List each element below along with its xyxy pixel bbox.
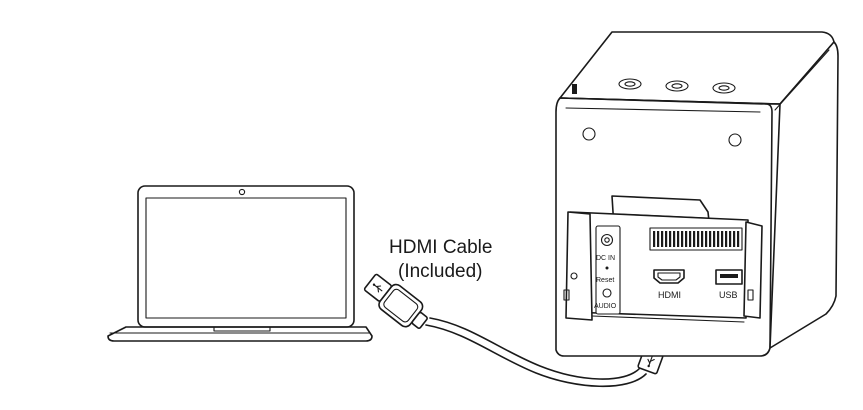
cable-label-line2: (Included) xyxy=(398,261,483,282)
vent-slat xyxy=(685,231,688,247)
hdmi-plug-left xyxy=(363,273,428,329)
vent-slat xyxy=(653,231,656,247)
vent-grille xyxy=(649,227,743,251)
vent-slat xyxy=(721,231,724,247)
usb-symbol-icon xyxy=(372,283,383,293)
vent-slat xyxy=(717,231,720,247)
vent-slat xyxy=(705,231,708,247)
vent-slat xyxy=(709,231,712,247)
vent-slat xyxy=(729,231,732,247)
usb-port-icon xyxy=(715,269,743,285)
cable-label-line1: HDMI Cable xyxy=(389,237,492,258)
vent-slat xyxy=(725,231,728,247)
vent-slat xyxy=(713,231,716,247)
vent-slat xyxy=(733,231,736,247)
hdmi-port-icon xyxy=(653,269,685,284)
vent-slat xyxy=(677,231,680,247)
vent-slat xyxy=(669,231,672,247)
vent-slat xyxy=(701,231,704,247)
port-label-reset: Reset xyxy=(596,277,614,284)
vent-slat xyxy=(689,231,692,247)
port-label-usb: USB xyxy=(719,290,738,300)
vent-slat xyxy=(693,231,696,247)
vent-slat xyxy=(673,231,676,247)
port-label-hdmi: HDMI xyxy=(658,290,681,300)
laptop-icon xyxy=(107,185,373,342)
vent-slat xyxy=(737,231,740,247)
port-label-dc-in: DC IN xyxy=(596,255,615,262)
vent-slat xyxy=(657,231,660,247)
vent-slat xyxy=(665,231,668,247)
vent-slat xyxy=(697,231,700,247)
port-label-audio: AUDIO xyxy=(594,303,617,310)
vent-slat xyxy=(661,231,664,247)
projector-device-icon: DC IN Reset AUDIO HDMI USB xyxy=(555,31,839,357)
vent-slat xyxy=(681,231,684,247)
